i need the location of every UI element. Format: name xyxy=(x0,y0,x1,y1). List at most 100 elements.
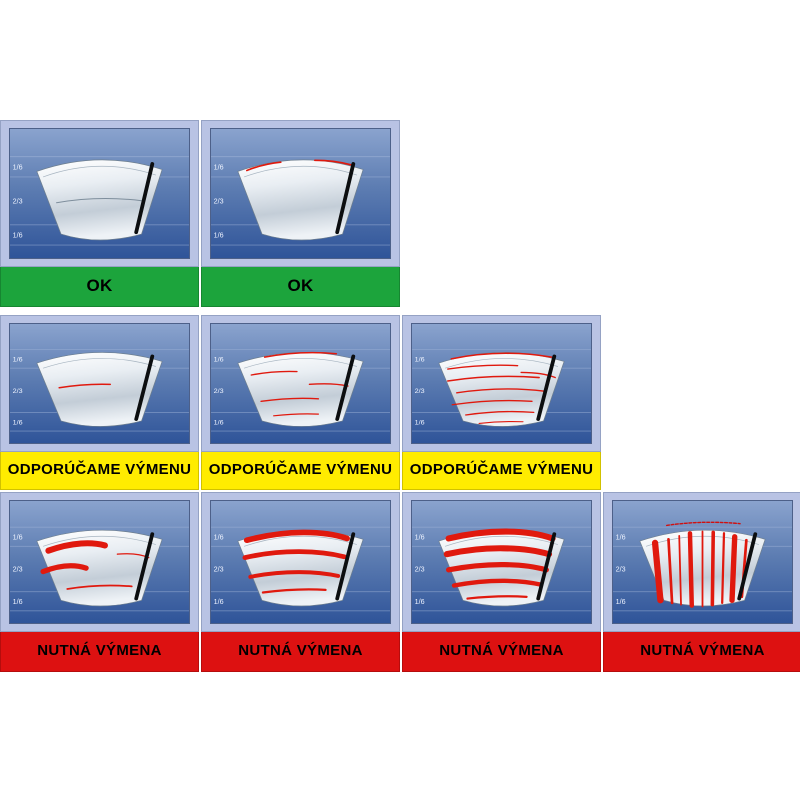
wear-streak xyxy=(478,420,524,425)
wear-streak xyxy=(260,397,320,403)
zone-label: 1/6 xyxy=(214,162,224,171)
zone-label: 1/6 xyxy=(616,534,626,541)
wear-streak xyxy=(250,370,298,376)
zone-label: 2/3 xyxy=(214,567,224,574)
wiper-diagram: 1/62/31/6 xyxy=(412,324,591,443)
wear-streak xyxy=(465,410,535,416)
diagram-frame: 1/6 2/3 1/6 xyxy=(0,120,199,267)
wiper-blade xyxy=(335,162,356,235)
status-bar: OK xyxy=(201,267,400,307)
wear-streak xyxy=(273,413,320,417)
wear-streak xyxy=(651,539,664,604)
wear-streak xyxy=(445,528,556,542)
diagram-frame: 1/6 2/3 1/6 xyxy=(0,315,199,452)
wear-streak xyxy=(261,588,327,594)
wiper-blade xyxy=(536,532,557,601)
zone-label: 1/6 xyxy=(13,599,23,606)
wear-streak xyxy=(40,563,89,575)
zone-label: 1/6 xyxy=(214,419,224,426)
status-label: ODPORÚČAME VÝMENU xyxy=(409,461,594,478)
wear-streak xyxy=(710,530,716,607)
zone-label: 1/6 xyxy=(214,534,224,541)
zone-label: 2/3 xyxy=(13,388,23,395)
zone-label: 1/6 xyxy=(415,419,425,426)
zone-label: 2/3 xyxy=(214,197,224,206)
wiper-blade xyxy=(335,354,356,421)
wiper-diagram: 1/6 2/3 1/6 xyxy=(10,129,189,258)
status-bar: NUTNÁ VÝMENA xyxy=(402,632,601,672)
wear-streak xyxy=(45,540,109,554)
wear-streak xyxy=(466,595,528,600)
zone-label: 1/6 xyxy=(13,534,23,541)
zone-label: 1/6 xyxy=(13,357,23,364)
status-label: NUTNÁ VÝMENA xyxy=(238,642,363,659)
wear-streak xyxy=(451,578,544,588)
wiper-blade xyxy=(134,532,155,601)
wear-streak xyxy=(446,375,540,382)
zone-label: 1/6 xyxy=(415,534,425,541)
wiper-blade xyxy=(536,354,557,421)
wear-streak xyxy=(450,352,553,360)
zone-label: 1/6 xyxy=(415,599,425,606)
wear-streak xyxy=(729,534,738,603)
status-label: ODPORÚČAME VÝMENU xyxy=(7,461,192,478)
diagram-panel: 1/6 2/3 1/6 xyxy=(9,128,190,259)
zone-label: 1/6 xyxy=(13,231,23,240)
wear-streak xyxy=(245,161,282,172)
zone-label: 1/6 xyxy=(13,419,23,426)
status-bar: NUTNÁ VÝMENA xyxy=(201,632,400,672)
status-bar: ODPORÚČAME VÝMENU xyxy=(402,452,601,490)
status-bar: ODPORÚČAME VÝMENU xyxy=(0,452,199,490)
zone-label: 1/6 xyxy=(13,162,23,171)
wiper-diagram: 1/62/31/6 xyxy=(412,501,591,623)
wear-streak xyxy=(456,388,546,394)
wiper-blade xyxy=(335,532,356,601)
status-bar: OK xyxy=(0,267,199,307)
wear-streak xyxy=(667,538,674,605)
wiper-diagram: 1/62/31/6 xyxy=(10,501,189,623)
zone-label: 2/3 xyxy=(415,388,425,395)
status-bar: NUTNÁ VÝMENA xyxy=(603,632,800,672)
wiper-blade xyxy=(134,354,155,421)
wear-streak xyxy=(243,529,350,544)
status-label: NUTNÁ VÝMENA xyxy=(37,642,162,659)
wear-streak xyxy=(721,532,726,605)
wiper-diagram: 1/62/31/6 xyxy=(613,501,792,623)
wear-streak xyxy=(447,364,519,370)
wipe-area xyxy=(36,159,163,241)
wear-streak xyxy=(66,584,133,590)
zone-label: 2/3 xyxy=(13,197,23,206)
wear-streak xyxy=(248,570,341,579)
wiper-diagram: 1/62/31/6 xyxy=(211,129,390,258)
wipe-area xyxy=(237,352,364,427)
wear-streak xyxy=(58,383,112,389)
wear-streak xyxy=(263,351,338,358)
wiper-diagram: 1/62/31/6 xyxy=(211,324,390,443)
status-label: OK xyxy=(287,275,314,295)
wear-streak xyxy=(446,562,549,573)
wiper-blade xyxy=(737,532,758,601)
status-label: NUTNÁ VÝMENA xyxy=(439,642,564,659)
